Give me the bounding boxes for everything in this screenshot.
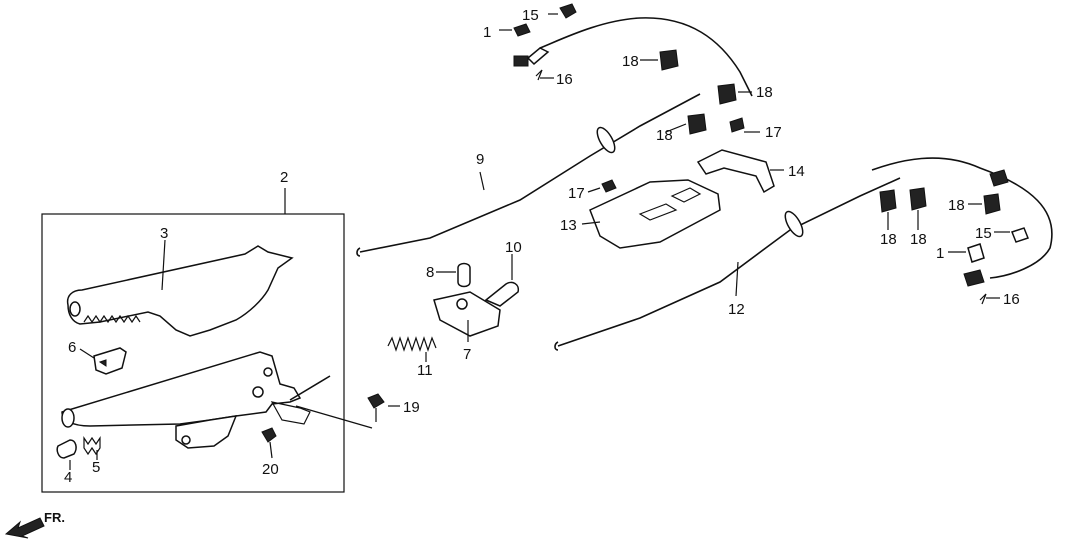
collar-8 bbox=[457, 262, 471, 288]
callout-1-top: 1 bbox=[483, 24, 491, 41]
callout-10: 10 bbox=[505, 239, 522, 256]
bracket-14 bbox=[696, 149, 775, 194]
callout-18-a: 18 bbox=[622, 53, 639, 70]
callout-13: 13 bbox=[560, 217, 577, 234]
callout-14: 14 bbox=[788, 163, 805, 180]
equalizer bbox=[433, 291, 501, 337]
callout-18-c: 18 bbox=[656, 127, 673, 144]
callout-12: 12 bbox=[728, 301, 745, 318]
pin-10 bbox=[484, 281, 520, 307]
leader-6 bbox=[79, 348, 95, 359]
lever-cover bbox=[66, 245, 294, 337]
callout-3: 3 bbox=[160, 225, 168, 242]
callout-6: 6 bbox=[68, 339, 76, 356]
callout-9: 9 bbox=[476, 151, 484, 168]
cable-9 bbox=[359, 93, 701, 253]
front-arrow-icon bbox=[4, 517, 45, 539]
callout-16-top: 16 bbox=[556, 71, 573, 88]
rear-cable-right bbox=[871, 157, 1053, 279]
bolt-20 bbox=[261, 427, 277, 443]
front-label: FR. bbox=[44, 510, 65, 525]
lever-assembly-box bbox=[41, 213, 345, 493]
bolt-19 bbox=[367, 393, 385, 409]
ratchet-pawl bbox=[93, 347, 127, 375]
rear-cable-left bbox=[539, 17, 753, 97]
callout-18-d: 18 bbox=[880, 231, 897, 248]
callout-18-f: 18 bbox=[948, 197, 965, 214]
callout-17-b: 17 bbox=[568, 185, 585, 202]
release-spring bbox=[83, 436, 101, 456]
release-button bbox=[56, 439, 77, 459]
callout-18-e: 18 bbox=[910, 231, 927, 248]
cable-12 bbox=[557, 177, 901, 347]
callout-19: 19 bbox=[403, 399, 420, 416]
callout-18-b: 18 bbox=[756, 84, 773, 101]
callout-5: 5 bbox=[92, 459, 100, 476]
callout-8: 8 bbox=[426, 264, 434, 281]
callout-7: 7 bbox=[463, 346, 471, 363]
spring-11 bbox=[387, 336, 437, 352]
callout-4: 4 bbox=[64, 469, 72, 486]
clamp-18-upper bbox=[659, 49, 745, 135]
callout-15-bottom: 15 bbox=[975, 225, 992, 242]
leader-3 bbox=[161, 239, 166, 291]
callout-16-bottom: 16 bbox=[1003, 291, 1020, 308]
callout-2: 2 bbox=[280, 169, 288, 186]
clamp-18-lower bbox=[879, 187, 1001, 215]
callout-1-bottom: 1 bbox=[936, 245, 944, 262]
cable-guide-13 bbox=[589, 179, 721, 249]
callout-15-top: 15 bbox=[522, 7, 539, 24]
callout-11: 11 bbox=[417, 362, 433, 379]
callout-20: 20 bbox=[262, 461, 279, 478]
callout-17-a: 17 bbox=[765, 124, 782, 141]
